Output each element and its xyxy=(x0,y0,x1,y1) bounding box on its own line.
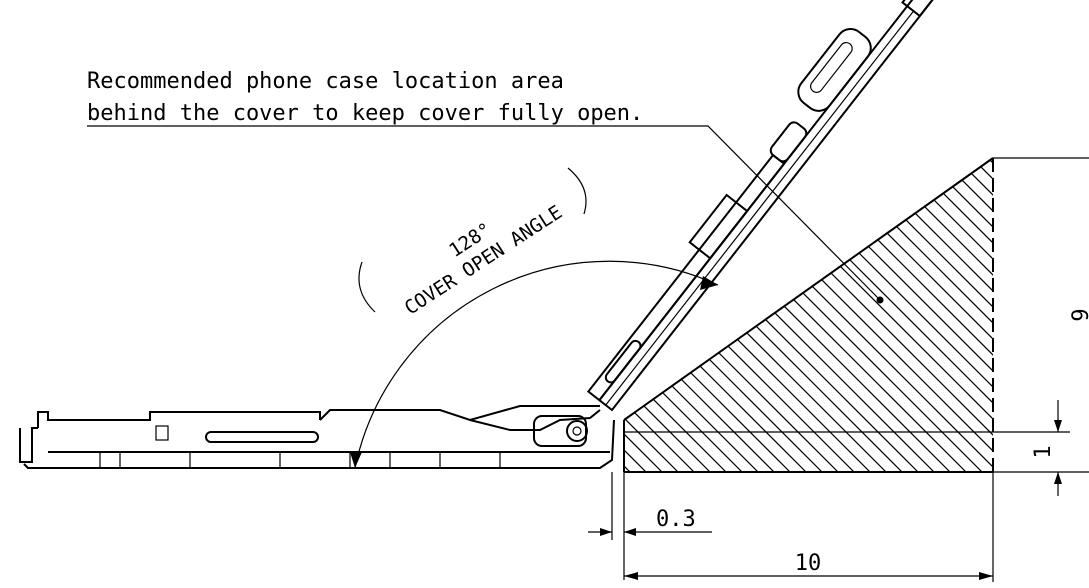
hinge-pivot xyxy=(566,420,588,442)
hatch-line xyxy=(625,158,993,472)
cover-grip xyxy=(797,28,872,112)
width-arrow-left xyxy=(624,572,638,580)
hatch-line xyxy=(624,158,755,472)
base-pin xyxy=(155,425,169,441)
hatch-line xyxy=(624,158,867,472)
hinge-pivot-center xyxy=(572,426,582,436)
dimension-width: 10 xyxy=(624,472,994,582)
hatch-line xyxy=(130,100,530,500)
step-arrow-top xyxy=(1054,420,1062,432)
leader-dot xyxy=(876,296,884,304)
angle-arrowhead xyxy=(700,276,718,290)
hatch-line xyxy=(945,158,993,472)
hinge-arm xyxy=(469,409,601,431)
angle-bracket-left xyxy=(358,261,376,313)
hatch-line xyxy=(705,158,993,472)
hatch-line xyxy=(624,158,993,472)
hatch-line xyxy=(624,158,723,472)
hatch-line xyxy=(624,158,819,472)
hatch-line xyxy=(673,158,993,472)
hatch-line xyxy=(114,100,514,500)
dimension-height: 1 9 xyxy=(993,157,1089,496)
angle-arc xyxy=(354,260,719,469)
angle-arrowhead-base xyxy=(350,452,362,468)
hatch-line xyxy=(961,158,993,472)
leader-line xyxy=(700,125,881,301)
gap-arrow-left xyxy=(600,528,612,536)
base-bottom-outline xyxy=(23,419,615,469)
callout-note: Recommended phone case location area beh… xyxy=(87,69,884,304)
note-line-2: behind the cover to keep cover fully ope… xyxy=(87,101,643,126)
angle-bracket-right xyxy=(567,167,587,215)
hatch-line xyxy=(689,158,993,472)
hatch-line xyxy=(977,158,993,472)
hatch-line xyxy=(624,158,883,472)
cover-center-line xyxy=(605,10,914,406)
hatch-line xyxy=(994,100,1089,500)
width-arrow-right xyxy=(979,572,993,580)
hatch-line xyxy=(50,100,450,500)
hatch-line xyxy=(624,158,739,472)
step-arrow-bottom xyxy=(1054,472,1062,484)
cover-latch xyxy=(769,121,808,163)
hatch-line xyxy=(769,158,993,472)
hatch-line xyxy=(913,158,993,472)
area-diagonal-edge xyxy=(623,157,994,421)
hatch-line xyxy=(1058,100,1089,500)
hatch-line xyxy=(1010,100,1089,500)
hatch-line xyxy=(624,158,771,472)
base-left-clip xyxy=(19,427,38,463)
hatch-line xyxy=(624,158,803,472)
hatch-line xyxy=(657,158,993,472)
height-value: 9 xyxy=(1069,308,1089,321)
gap-value: 0.3 xyxy=(656,507,696,532)
hatch-line xyxy=(1074,100,1089,500)
hatch-line xyxy=(624,158,963,472)
cover xyxy=(586,0,940,412)
hatch-line xyxy=(624,158,787,472)
cover-lip xyxy=(586,153,786,402)
cover-tip xyxy=(901,0,940,18)
hatch-line xyxy=(624,158,947,472)
hatch-line xyxy=(641,158,993,472)
step-value: 1 xyxy=(1031,445,1056,458)
angle-label-group: 128° COVER OPEN ANGLE xyxy=(401,201,566,319)
cover-rib xyxy=(688,193,749,260)
hatch-line xyxy=(624,158,707,472)
base-top-left xyxy=(37,411,321,428)
hatch-line xyxy=(833,158,993,472)
width-value: 10 xyxy=(795,551,822,576)
base-top-mid xyxy=(319,405,600,422)
hatch-line xyxy=(624,158,931,472)
hatch-line xyxy=(624,158,851,472)
hatch-line xyxy=(865,158,993,472)
base-device xyxy=(19,405,615,469)
hatch-line xyxy=(178,100,578,500)
hatch-line xyxy=(624,158,691,472)
cover-window xyxy=(604,339,642,384)
hatch-line xyxy=(801,158,993,472)
hatch-line xyxy=(624,158,835,472)
cover-grip-slot xyxy=(810,41,853,93)
gap-arrow-right xyxy=(624,528,636,536)
hatch-line xyxy=(1026,100,1089,500)
hatch-line xyxy=(1042,100,1089,500)
base-slot xyxy=(205,431,319,443)
dimension-gap: 0.3 xyxy=(588,472,712,580)
note-line-1: Recommended phone case location area xyxy=(87,69,564,94)
